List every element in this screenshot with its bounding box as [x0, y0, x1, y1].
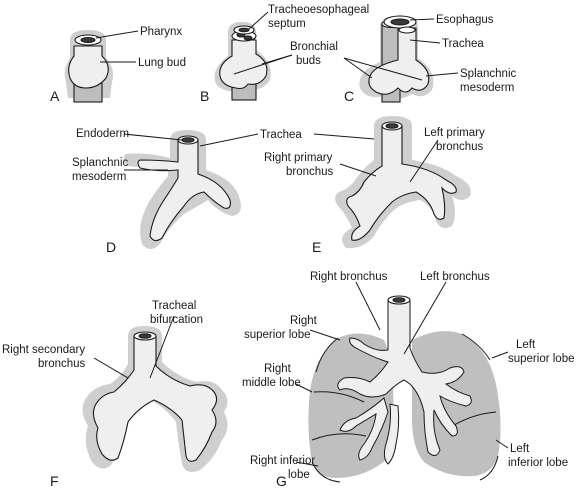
- panel-letter-b: B: [200, 88, 209, 104]
- label-lil-left: Left: [510, 443, 530, 455]
- panel-f: Tracheal bifurcation Right secondary bro…: [2, 300, 228, 489]
- label-rml-middle-lobe: middle lobe: [242, 377, 301, 389]
- label-mesoderm-d: mesoderm: [72, 171, 126, 183]
- label-lsl-superior-lobe: superior lobe: [508, 353, 574, 365]
- label-bifurcation: bifurcation: [150, 314, 203, 326]
- label-splanchnic-c: Splanchnic: [460, 68, 517, 80]
- panel-a-lung-bud: [68, 45, 109, 89]
- panel-g: Right bronchus Left bronchus Right super…: [242, 271, 574, 489]
- panel-c: Esophagus Trachea Splanchnic mesoderm C: [343, 14, 517, 104]
- label-rml-right: Right: [264, 363, 292, 375]
- label-right-primary-bronchus: bronchus: [286, 166, 334, 178]
- panel-d-bronchi: [137, 139, 231, 242]
- panel-f-bronchi: [92, 335, 218, 462]
- trachea-shared-label: Trachea: [199, 129, 387, 147]
- panel-letter-d: D: [106, 239, 116, 255]
- panel-d: Endoderm Splanchnic mesoderm D: [72, 128, 241, 255]
- label-right-primary: Right primary: [264, 152, 333, 164]
- panel-b: Tracheoesophageal septum Bronchial buds …: [200, 4, 369, 104]
- label-rsl-right: Right: [290, 315, 318, 327]
- panel-b-bronchial-buds: [219, 39, 268, 90]
- label-pharynx: Pharynx: [140, 26, 182, 38]
- label-septum: septum: [268, 18, 306, 30]
- panel-e-bronchi: [346, 125, 457, 241]
- label-left-bronchus: Left bronchus: [420, 271, 490, 283]
- panel-g-bronchial-tree: [337, 299, 472, 456]
- panel-letter-c: C: [344, 88, 354, 104]
- label-buds: buds: [296, 55, 321, 67]
- label-lil-inferior-lobe: inferior lobe: [508, 457, 568, 469]
- label-splanchnic-d: Splanchnic: [72, 157, 129, 169]
- label-tracheal: Tracheal: [152, 300, 196, 312]
- label-lsl-left: Left: [516, 339, 536, 351]
- label-tracheoesophageal: Tracheoesophageal: [268, 4, 369, 16]
- panel-e: Left primary bronchus Right primary bron…: [264, 116, 485, 255]
- panel-letter-g: G: [276, 473, 287, 489]
- label-right-secondary: Right secondary: [2, 344, 85, 356]
- panel-a: Pharynx Lung bud A: [50, 26, 186, 104]
- label-trachea-de: Trachea: [260, 129, 302, 141]
- label-ril-lobe: lobe: [288, 469, 310, 481]
- label-left-primary: Left primary: [424, 127, 485, 139]
- label-trachea-c: Trachea: [442, 38, 484, 50]
- label-lung-bud: Lung bud: [138, 57, 186, 69]
- label-esophagus: Esophagus: [436, 14, 494, 26]
- label-endoderm: Endoderm: [76, 128, 129, 140]
- panel-letter-a: A: [50, 88, 60, 104]
- panel-letter-f: F: [50, 473, 59, 489]
- label-rsl-superior-lobe: superior lobe: [244, 329, 310, 341]
- label-left-primary-bronchus: bronchus: [436, 141, 484, 153]
- label-mesoderm-c: mesoderm: [460, 82, 514, 94]
- label-ril-right-inferior: Right inferior: [250, 455, 315, 467]
- label-right-secondary-bronchus: bronchus: [38, 358, 86, 370]
- panel-letter-e: E: [312, 239, 321, 255]
- label-right-bronchus: Right bronchus: [310, 271, 388, 283]
- label-bronchial: Bronchial: [290, 41, 338, 53]
